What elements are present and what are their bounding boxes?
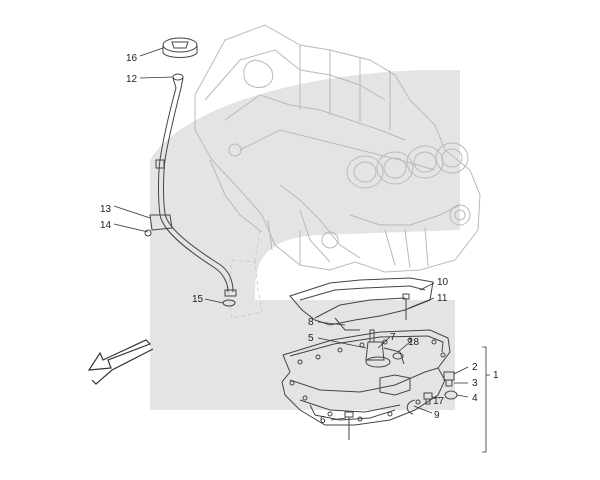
retaining-clip (406, 399, 416, 415)
group-bracket (482, 346, 490, 453)
dipstick-tube (144, 73, 237, 297)
callout-1: 1 (493, 370, 499, 381)
baffle-bolt (402, 293, 410, 320)
callout-16: 16 (126, 53, 138, 64)
oil-filler-cap (162, 37, 198, 58)
engine-block-illustration (194, 24, 481, 273)
callout-9: 9 (434, 410, 440, 421)
callout-8: 8 (308, 317, 314, 328)
callout-15: 15 (192, 294, 204, 305)
callout-12: 12 (126, 74, 138, 85)
callout-6: 6 (320, 415, 326, 426)
callout-4: 4 (472, 393, 478, 404)
drain-plug (443, 371, 455, 387)
sensor-plug (423, 392, 433, 405)
callout-11: 11 (437, 293, 448, 304)
leader-lines (113, 47, 469, 421)
callout-2: 2 (472, 362, 478, 373)
callout-18: 18 (408, 337, 420, 348)
callout-17: 17 (433, 396, 445, 407)
dipstick-group-outline (227, 229, 263, 319)
callout-3: 3 (472, 378, 478, 389)
callout-13: 13 (100, 204, 112, 215)
oil-baffle-plate (289, 277, 434, 331)
background-watermark (150, 70, 460, 410)
oil-pump-pickup (365, 329, 405, 368)
callout-5: 5 (308, 333, 314, 344)
callout-7: 7 (390, 332, 396, 343)
callout-10: 10 (437, 277, 449, 288)
pan-bolt (344, 411, 354, 440)
front-direction-arrow-icon (87, 339, 154, 385)
callout-14: 14 (100, 220, 112, 231)
